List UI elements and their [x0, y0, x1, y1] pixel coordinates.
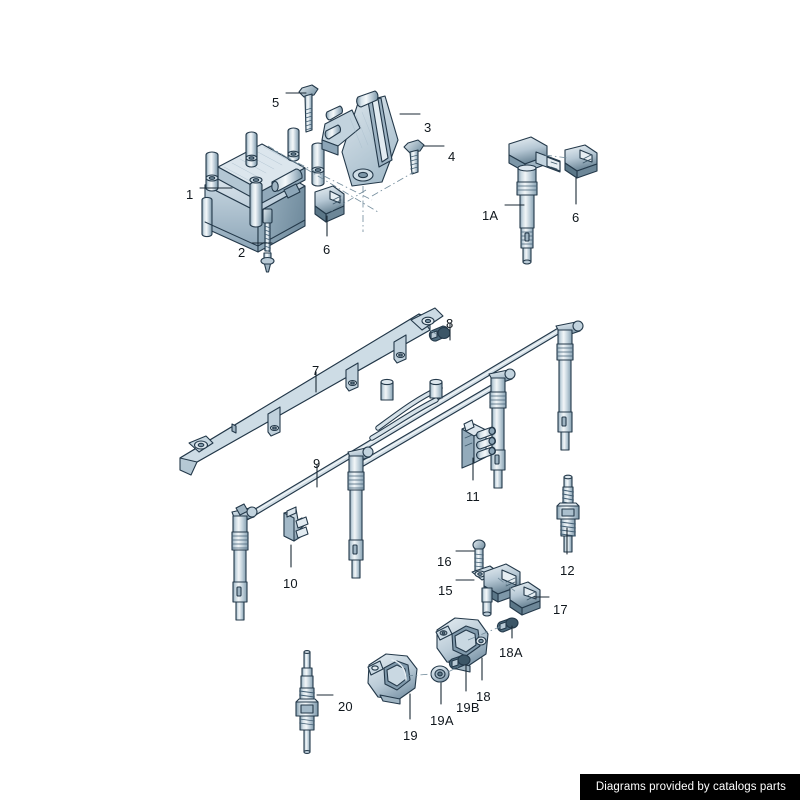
part-hex-bolt-long	[298, 84, 319, 133]
callout-label-19b: 19B	[456, 700, 480, 715]
part-glow-plug	[295, 650, 319, 755]
part-long-fixing-screw	[260, 208, 275, 273]
assembly-alignment-lines	[267, 145, 569, 677]
callout-label-20: 20	[338, 699, 353, 714]
callout-label-16: 16	[437, 554, 452, 569]
part-hex-bolt	[403, 139, 425, 175]
part-clamp-screw	[448, 654, 471, 670]
part-wire-retaining-clip	[283, 506, 309, 542]
callout-label-5: 5	[272, 95, 280, 110]
part-pencil-ignition-coil	[508, 136, 561, 265]
part-bracket-bolt	[428, 325, 451, 342]
part-electrical-connector-top	[314, 185, 345, 223]
part-engine-speed-sensor	[471, 563, 521, 617]
callout-label-2: 2	[238, 245, 246, 260]
callout-label-12: 12	[560, 563, 575, 578]
callout-label-1: 1	[186, 187, 194, 202]
part-clamp-bolt	[496, 617, 519, 633]
part-wiring-retaining-bracket	[179, 307, 444, 476]
callout-label-3: 3	[424, 120, 432, 135]
callout-label-17: 17	[553, 602, 568, 617]
callout-label-6a: 6	[572, 210, 580, 225]
part-sensor-mounting-screw	[472, 539, 486, 573]
callout-label-4: 4	[448, 149, 456, 164]
callout-label-7: 7	[312, 363, 320, 378]
callout-leader-lines	[199, 92, 577, 720]
callout-label-19a: 19A	[430, 713, 454, 728]
callout-label-15: 15	[438, 583, 453, 598]
part-spark-plug	[556, 474, 580, 553]
callout-label-18a: 18A	[499, 645, 523, 660]
part-sensor-clamp-lower	[367, 653, 418, 705]
part-ignition-coil-pack	[201, 127, 325, 253]
callout-label-10: 10	[283, 576, 298, 591]
watermark-banner: Diagrams provided by catalogs parts	[579, 774, 800, 800]
callout-label-18: 18	[476, 689, 491, 704]
callout-label-8: 8	[446, 316, 454, 331]
callout-label-9: 9	[313, 456, 321, 471]
part-clamp-washer	[430, 665, 450, 683]
part-multi-pin-connector	[461, 419, 496, 469]
part-coil-mounting-bracket	[321, 90, 399, 187]
part-sensor-connector	[509, 581, 541, 616]
callout-label-11: 11	[466, 489, 480, 504]
callout-label-19: 19	[403, 728, 418, 743]
part-electrical-connector-right	[564, 144, 598, 179]
part-sensor-clamp-upper	[435, 617, 489, 673]
part-ignition-wire-set	[231, 320, 584, 621]
callout-label-6: 6	[323, 242, 331, 257]
callout-label-1a: 1A	[482, 208, 499, 223]
